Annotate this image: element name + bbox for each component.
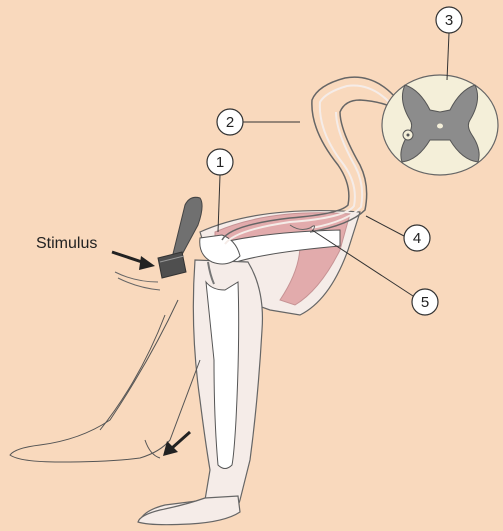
callout-4-number: 4 [413,230,421,247]
callout-2-number: 2 [226,114,234,131]
callout-3-number: 3 [445,12,453,29]
callout-1-number: 1 [216,154,224,171]
extended-leg-outline [10,300,200,462]
callout-3: 3 [436,7,462,80]
kick-direction-arrow-icon [163,432,190,456]
callout-2: 2 [217,109,300,135]
spinal-cord-section [382,75,498,175]
callout-5-number: 5 [421,294,429,311]
stimulus-motion-lines [115,272,160,290]
callout-4: 4 [366,216,430,251]
central-canal [437,124,443,129]
stimulus-label: Stimulus [36,235,97,252]
lower-leg-skin [140,260,262,522]
sensory-neuron [222,77,408,240]
callout-1: 1 [207,149,233,232]
stimulus-arrow-icon [112,252,155,270]
